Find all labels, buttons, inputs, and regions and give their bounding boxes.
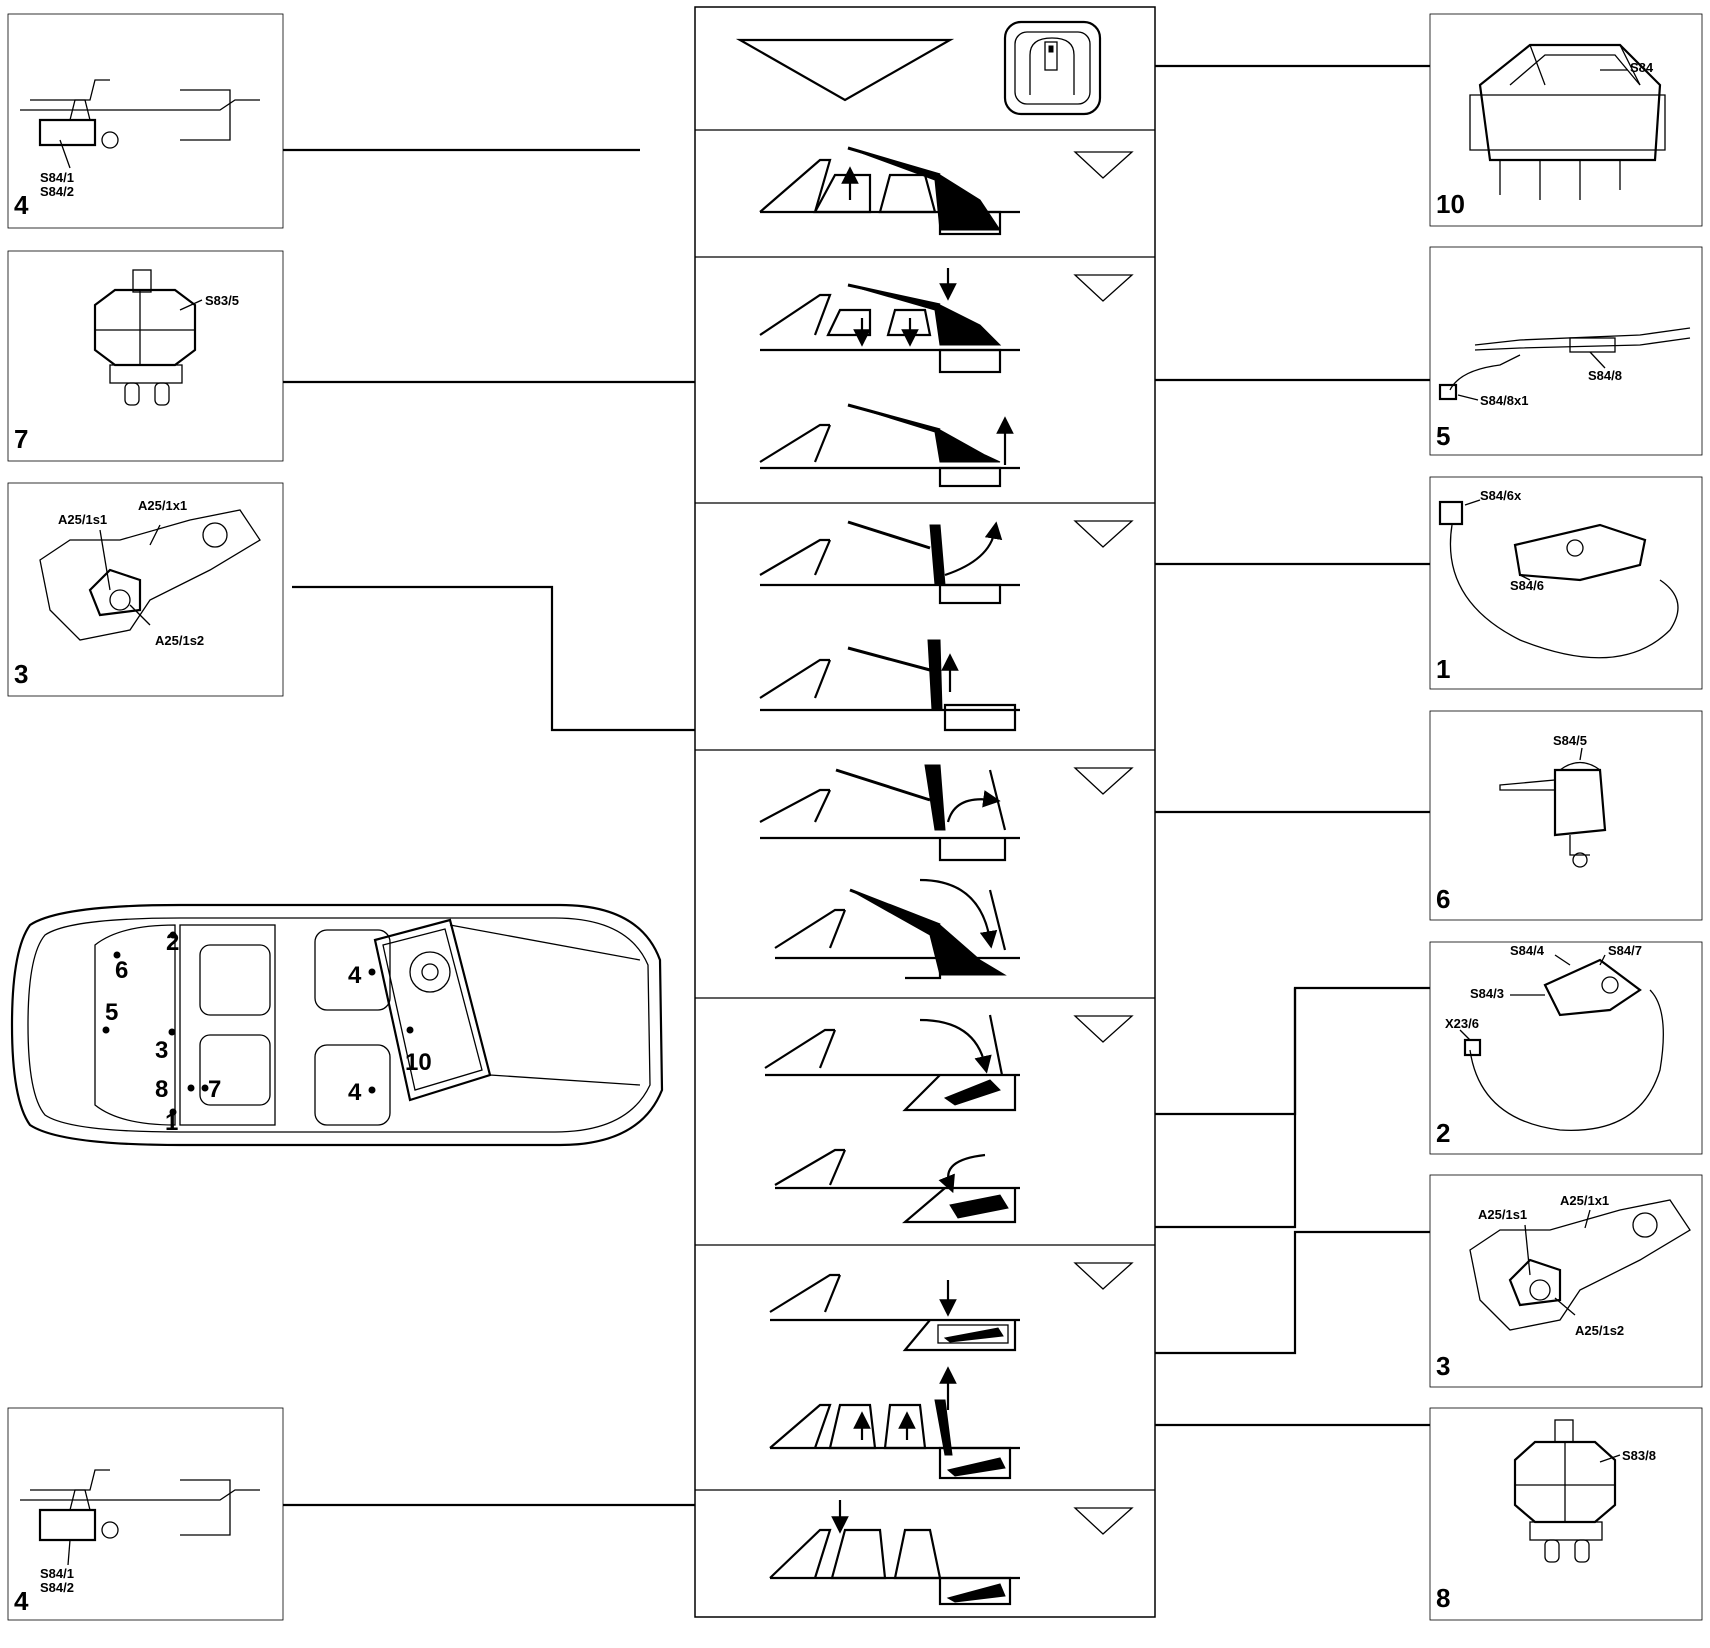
label-s83-5: S83/5 <box>205 293 239 308</box>
group-triangle-icon <box>1073 1507 1134 1535</box>
step-9-lid-down <box>774 1148 1020 1224</box>
step-12-final <box>769 1500 1020 1606</box>
label-a25-1s2: A25/1s2 <box>1575 1323 1624 1338</box>
left-panel-switch-s84-1-2-bottom: S84/1 S84/2 4 <box>7 1407 284 1621</box>
panel-number: 10 <box>1436 189 1465 219</box>
label-s84-8: S84/8 <box>1588 368 1622 383</box>
marker-3: 3 <box>155 1037 168 1064</box>
step-10-lid-locked <box>769 1273 1020 1352</box>
label-a25-1s2: A25/1s2 <box>155 633 204 648</box>
label-s84-7: S84/7 <box>1608 943 1642 958</box>
group-triangle-icon <box>1073 1262 1134 1290</box>
group-triangle-icon <box>1073 151 1134 179</box>
panel-number: 5 <box>1436 421 1450 451</box>
step-4-bow-flips <box>759 520 1020 605</box>
marker-5: 5 <box>105 999 118 1026</box>
label-s84-6: S84/6 <box>1510 578 1544 593</box>
marker-10: 10 <box>405 1049 432 1076</box>
panel-number: 3 <box>1436 1351 1450 1381</box>
label-s84-1: S84/1 <box>40 1566 74 1581</box>
panel-number: 4 <box>14 1586 29 1616</box>
right-panel-switch-s84-6: S84/6x S84/6 1 <box>1429 476 1703 690</box>
left-panel-switch-s84-1-2: S84/1 S84/2 4 <box>7 13 284 229</box>
marker-7: 7 <box>208 1076 221 1103</box>
step-7-roof-folding <box>774 878 1020 980</box>
right-panel-switch-s83-8: S83/8 8 <box>1429 1407 1703 1621</box>
right-panel-switches-s84-3-4-7: S84/4 S84/7 S84/3 X23/6 2 <box>1429 941 1703 1155</box>
left-panel-switch-s83-5: S83/5 7 <box>7 250 284 462</box>
right-panel-hydraulic-a25-1: A25/1s1 A25/1x1 A25/1s2 3 <box>1429 1174 1703 1388</box>
group-triangle-icon <box>1073 274 1134 302</box>
label-a25-1s1: A25/1s1 <box>1478 1207 1527 1222</box>
marker-8: 8 <box>155 1076 168 1103</box>
label-s84-3: S84/3 <box>1470 986 1504 1001</box>
marker-1: 1 <box>165 1109 178 1136</box>
label-s83-8: S83/8 <box>1622 1448 1656 1463</box>
panel-number: 7 <box>14 424 28 454</box>
panel-number: 4 <box>14 190 29 220</box>
panel-number: 2 <box>1436 1118 1450 1148</box>
label-s84-4: S84/4 <box>1510 943 1545 958</box>
panel-number: 3 <box>14 659 28 689</box>
start-triangle-icon <box>735 38 955 102</box>
step-column <box>694 6 1156 1618</box>
label-x23-6: X23/6 <box>1445 1016 1479 1031</box>
marker-2: 2 <box>166 929 179 956</box>
panel-number: 1 <box>1436 654 1450 684</box>
label-s84-8x1: S84/8x1 <box>1480 393 1528 408</box>
group-triangle-icon <box>1073 1015 1134 1043</box>
panel-number: 6 <box>1436 884 1450 914</box>
label-s84-6x: S84/6x <box>1480 488 1522 503</box>
label-s84-2: S84/2 <box>40 184 74 199</box>
car-top-view: 2 6 5 3 8 7 1 4 4 10 <box>10 903 664 1147</box>
step-6-lid-open <box>759 764 1020 862</box>
marker-6: 6 <box>115 957 128 984</box>
step-1-roof-closed <box>759 146 1020 236</box>
right-panel-switch-s84: S84 10 <box>1429 13 1703 227</box>
step-column-frame <box>694 6 1156 1618</box>
group-triangle-icon <box>1073 767 1134 795</box>
step-3-lid-unlock <box>759 403 1020 488</box>
label-a25-1s1: A25/1s1 <box>58 512 107 527</box>
label-s84: S84 <box>1630 60 1654 75</box>
left-panel-hydraulic-a25-1: A25/1s1 A25/1x1 A25/1s2 3 <box>7 482 284 697</box>
step-8-lid-closing <box>764 1014 1020 1112</box>
label-a25-1x1: A25/1x1 <box>1560 1193 1609 1208</box>
marker-4b: 4 <box>348 1079 362 1106</box>
label-s84-5: S84/5 <box>1553 733 1587 748</box>
label-s84-1: S84/1 <box>40 170 74 185</box>
step-5-lid-lift <box>759 639 1020 732</box>
right-panel-switch-s84-5: S84/5 6 <box>1429 710 1703 921</box>
group-triangle-icon <box>1073 520 1134 548</box>
step-11-windows-rise <box>769 1366 1020 1480</box>
step-2-windows-lower <box>759 268 1020 374</box>
marker-4: 4 <box>348 962 362 989</box>
roof-switch-icon <box>1003 20 1102 116</box>
label-s84-2: S84/2 <box>40 1580 74 1595</box>
label-a25-1x1: A25/1x1 <box>138 498 187 513</box>
panel-number: 8 <box>1436 1583 1450 1613</box>
right-panel-switch-s84-8: S84/8 S84/8x1 5 <box>1429 246 1703 456</box>
